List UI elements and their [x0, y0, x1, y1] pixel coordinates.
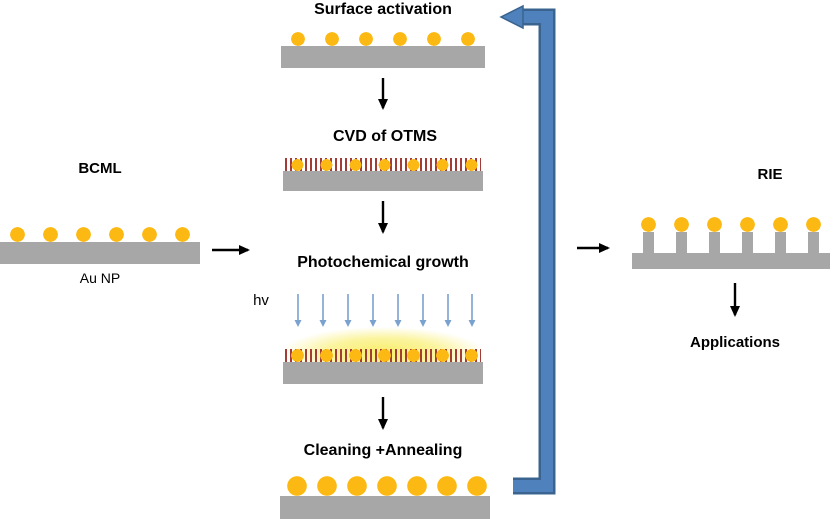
growth-nanoparticles: [283, 349, 483, 362]
surface-activation-label: Surface activation: [314, 1, 452, 18]
hv-label: hv: [253, 292, 269, 309]
cleaning-nanoparticles: [282, 476, 488, 496]
rie-pillars: [632, 232, 830, 253]
cleaning-substrate: [280, 496, 490, 519]
rie-nanoparticles: [632, 217, 830, 232]
au-np-caption: Au NP: [79, 270, 121, 286]
growth-substrate: [283, 362, 483, 384]
bcml-substrate: [0, 242, 200, 264]
photochemical-growth-label: Photochemical growth: [297, 254, 469, 271]
feedback-loop-arrow: [499, 4, 556, 495]
bcml-label: BCML: [78, 160, 122, 177]
cleaning-annealing-label: Cleaning +Annealing: [303, 442, 463, 459]
surface-activation-substrate: [281, 46, 485, 68]
applications-label: Applications: [689, 334, 780, 351]
surface-activation-nanoparticles: [281, 32, 485, 46]
feedback-loop-arrowhead: [499, 4, 524, 30]
rie-substrate: [632, 253, 830, 269]
cvd-nanoparticles: [283, 159, 483, 171]
cvd-substrate: [283, 171, 483, 191]
bcml-au-nanoparticles: [1, 227, 199, 242]
uv-light-arrows: [294, 294, 476, 327]
cvd-otms-label: CVD of OTMS: [333, 128, 437, 145]
rie-label: RIE: [757, 166, 783, 183]
